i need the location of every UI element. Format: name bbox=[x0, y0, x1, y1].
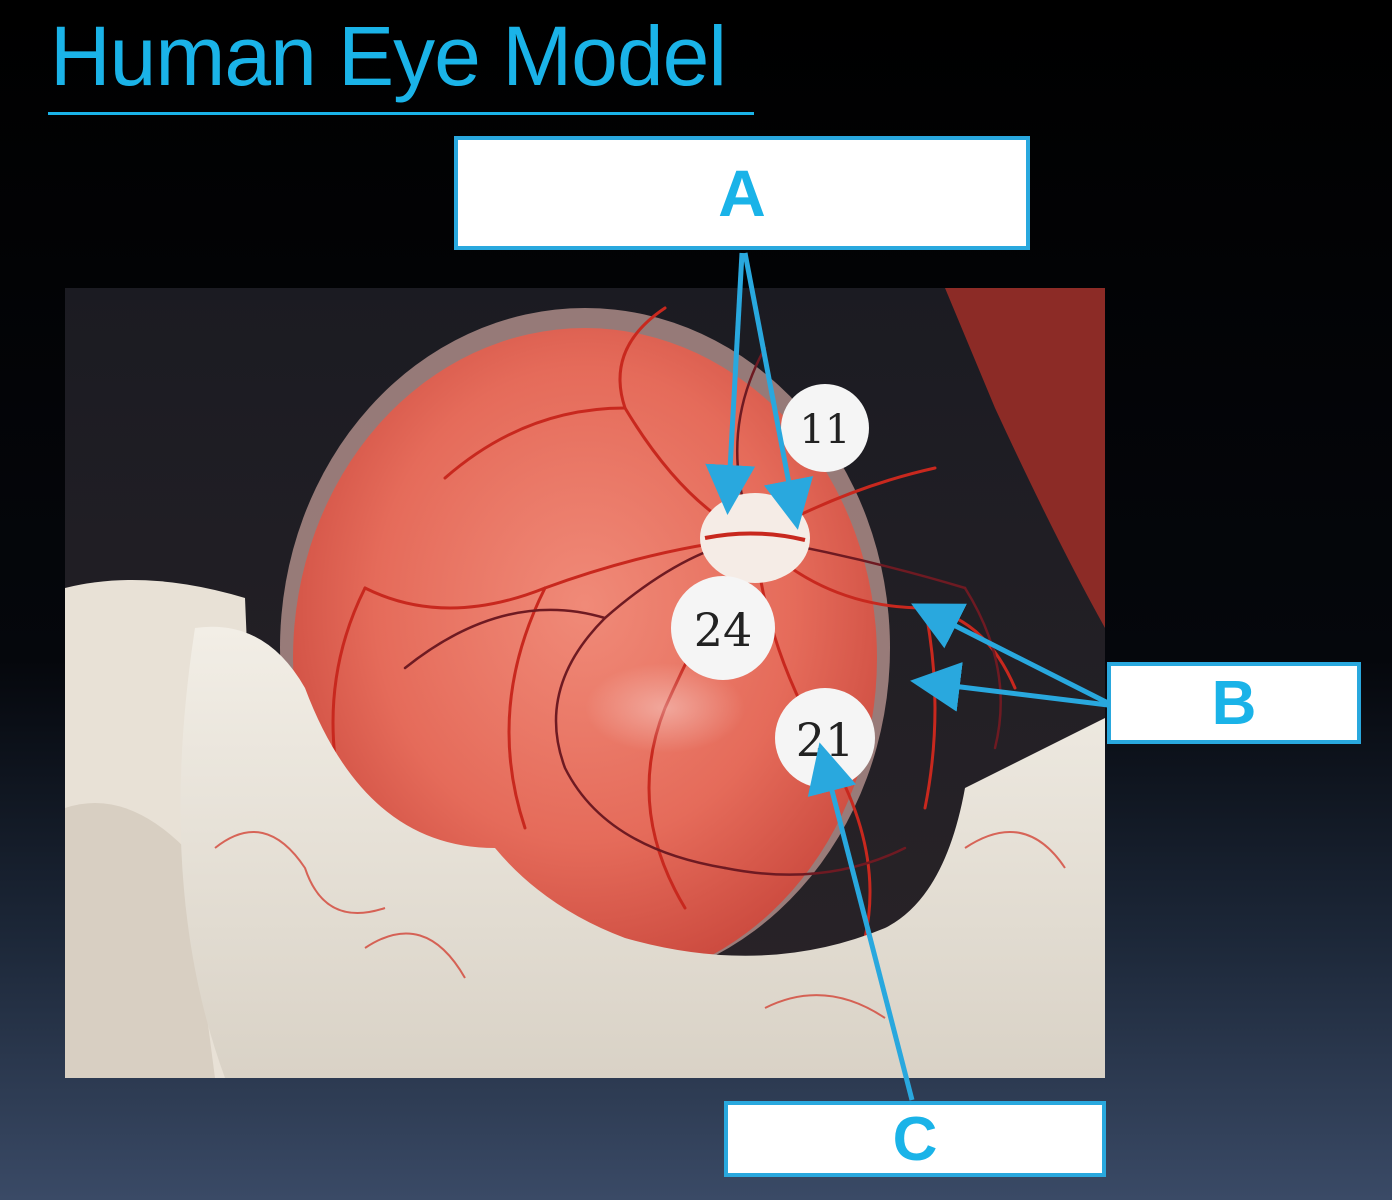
sticker-24 bbox=[671, 576, 775, 680]
page-title: Human Eye Model bbox=[50, 9, 727, 103]
sticker-21-label: 21 bbox=[796, 713, 855, 767]
sticker-24-label: 24 bbox=[694, 603, 753, 657]
label-b-text: B bbox=[1211, 668, 1257, 738]
sticker-11 bbox=[781, 384, 869, 472]
label-c-text: C bbox=[892, 1104, 938, 1174]
label-box-c[interactable]: C bbox=[724, 1101, 1106, 1177]
label-box-a[interactable]: A bbox=[454, 136, 1030, 250]
title-underline bbox=[48, 112, 754, 115]
sticker-11-label: 11 bbox=[800, 407, 851, 453]
eye-model-photo: 11 24 21 bbox=[65, 288, 1105, 1078]
label-a-text: A bbox=[718, 156, 766, 230]
label-box-b[interactable]: B bbox=[1107, 662, 1361, 744]
